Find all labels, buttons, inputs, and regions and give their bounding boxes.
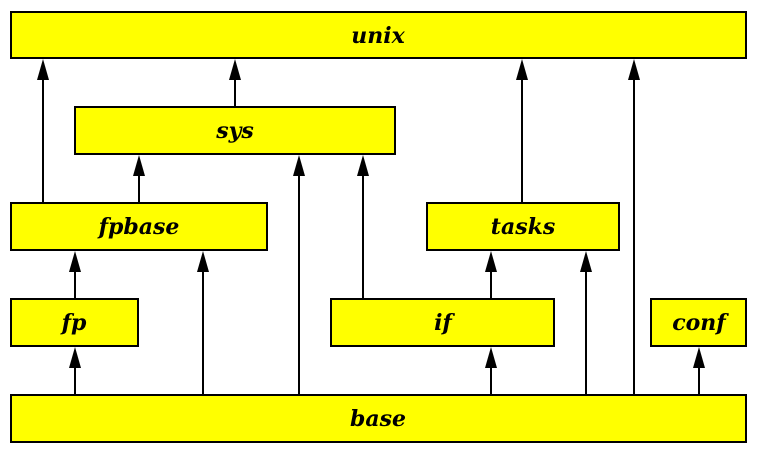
module-conf-label: conf bbox=[672, 310, 729, 336]
arrowhead-icon bbox=[485, 251, 497, 272]
module-fp-box bbox=[10, 298, 139, 347]
edge-base-to-unix bbox=[628, 59, 640, 395]
arrowhead-icon bbox=[69, 251, 81, 272]
arrowhead-icon bbox=[293, 155, 305, 176]
module-base-box bbox=[10, 394, 747, 443]
module-fp[interactable]: fp bbox=[10, 298, 139, 347]
edge-fpbase-to-sys bbox=[133, 155, 145, 203]
module-base[interactable]: base bbox=[10, 394, 747, 443]
arrowhead-icon bbox=[133, 155, 145, 176]
edge-base-to-conf bbox=[693, 347, 705, 395]
arrowhead-icon bbox=[37, 59, 49, 80]
arrowhead-icon bbox=[197, 251, 209, 272]
arrowhead-icon bbox=[229, 59, 241, 80]
module-fpbase[interactable]: fpbase bbox=[10, 202, 268, 251]
edge-base-to-fp bbox=[69, 347, 81, 395]
module-tasks[interactable]: tasks bbox=[426, 202, 620, 251]
module-base-label: base bbox=[350, 406, 406, 432]
module-unix-label: unix bbox=[351, 23, 405, 49]
edge-base-to-fpbase bbox=[197, 251, 209, 395]
module-fpbase-box bbox=[10, 202, 268, 251]
edge-if-to-sys bbox=[357, 155, 369, 299]
arrowhead-icon bbox=[69, 347, 81, 368]
edge-fpbase-to-unix bbox=[37, 59, 49, 203]
arrowhead-icon bbox=[516, 59, 528, 80]
edge-sys-to-unix bbox=[229, 59, 241, 107]
arrowhead-icon bbox=[580, 251, 592, 272]
module-unix[interactable]: unix bbox=[10, 11, 747, 59]
module-conf-box bbox=[650, 298, 747, 347]
module-sys-box bbox=[74, 106, 396, 155]
module-sys[interactable]: sys bbox=[74, 106, 396, 155]
edge-base-to-tasks bbox=[580, 251, 592, 395]
module-fpbase-label: fpbase bbox=[97, 214, 180, 240]
arrowhead-icon bbox=[357, 155, 369, 176]
module-fp-label: fp bbox=[60, 310, 87, 336]
module-sys-label: sys bbox=[215, 118, 254, 144]
arrowhead-icon bbox=[485, 347, 497, 368]
module-if[interactable]: if bbox=[330, 298, 555, 347]
module-tasks-label: tasks bbox=[491, 214, 555, 240]
edge-tasks-to-unix bbox=[516, 59, 528, 203]
module-conf[interactable]: conf bbox=[650, 298, 747, 347]
dependency-edges bbox=[37, 59, 705, 395]
module-if-label: if bbox=[434, 310, 455, 336]
module-tasks-box bbox=[426, 202, 620, 251]
edge-fp-to-fpbase bbox=[69, 251, 81, 299]
edge-if-to-tasks bbox=[485, 251, 497, 299]
arrowhead-icon bbox=[693, 347, 705, 368]
module-unix-box bbox=[10, 11, 747, 59]
edge-base-to-sys bbox=[293, 155, 305, 395]
arrowhead-icon bbox=[628, 59, 640, 80]
edge-base-to-if bbox=[485, 347, 497, 395]
module-if-box bbox=[330, 298, 555, 347]
